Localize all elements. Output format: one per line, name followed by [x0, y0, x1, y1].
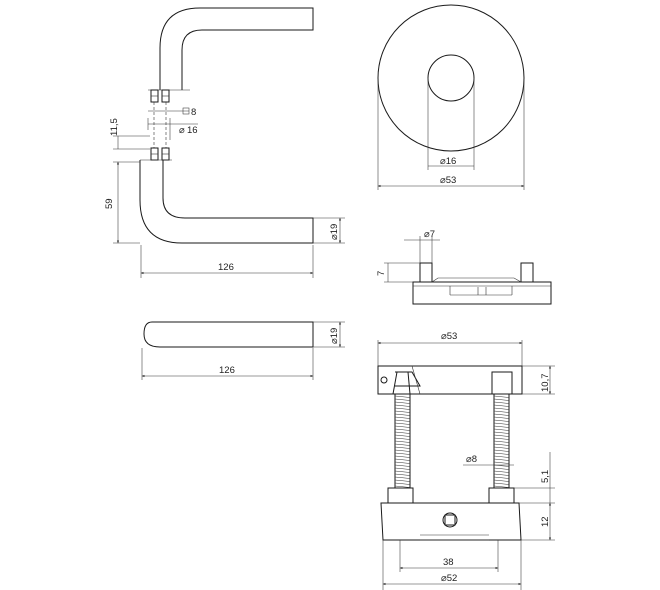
upper-lever — [159, 7, 314, 90]
dim-10-7: 10,7 — [540, 374, 551, 393]
dim-dia-16-side: 16 — [187, 125, 198, 136]
dim-126-top: 126 — [219, 365, 235, 376]
dim-square-8: 8 — [191, 107, 196, 118]
dia16-symbol: ⌀ — [179, 125, 185, 136]
dim-59: 59 — [104, 198, 115, 209]
dim-dia-53-rose: ⌀53 — [440, 175, 456, 186]
grub-screw — [442, 512, 458, 528]
dim-dia-16-rose: ⌀16 — [440, 156, 456, 167]
dim-11-5: 11,5 — [109, 118, 120, 136]
handle-top-view: ⌀19 126 — [141, 321, 345, 380]
dim-126-side: 126 — [218, 262, 234, 273]
rose-front-view: ⌀16 ⌀53 — [377, 4, 525, 190]
dim-dia-7: ⌀7 — [424, 229, 435, 240]
dim-dia-53-section: ⌀53 — [441, 331, 457, 342]
dim-7-height: 7 — [376, 271, 387, 276]
rose-side-view: ⌀7 7 — [376, 229, 552, 305]
threaded-bolts — [394, 394, 510, 488]
set-screw — [380, 376, 388, 384]
dim-12: 12 — [540, 516, 551, 527]
rose-inner-circle — [427, 54, 475, 102]
rose-outer-circle — [377, 4, 525, 152]
dim-dia-19-side: ⌀19 — [329, 224, 340, 240]
lower-lever — [139, 160, 314, 244]
rose-section-view: ⌀53 10,7 ⌀8 5,1 12 38 ⌀52 — [377, 331, 555, 590]
dim-5-1: 5,1 — [540, 470, 551, 483]
handle-side-view — [139, 7, 314, 244]
dim-dia-52: ⌀52 — [441, 573, 457, 584]
handle-side-dimensions: 8 ⌀ 16 11,5 59 ⌀19 126 — [104, 107, 345, 278]
dim-dia-8: ⌀8 — [466, 454, 477, 465]
dim-38: 38 — [443, 557, 454, 568]
dim-dia-19-top: ⌀19 — [329, 328, 340, 344]
